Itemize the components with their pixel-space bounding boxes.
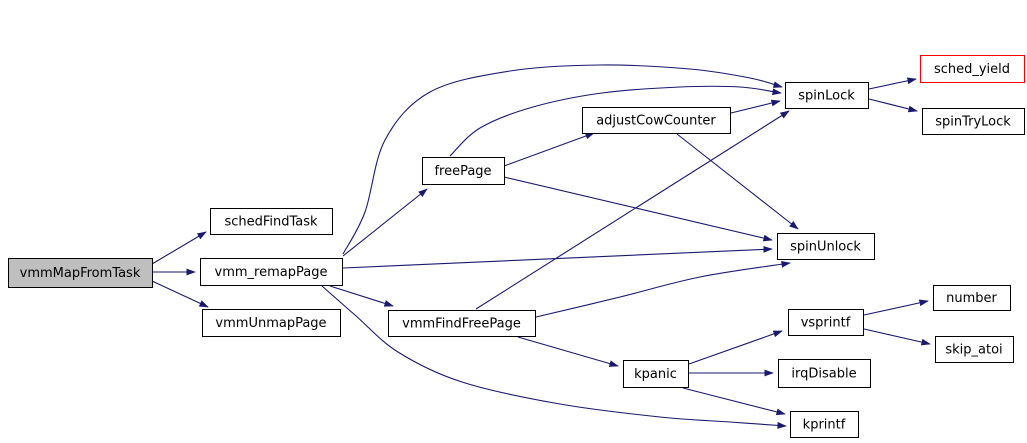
node-schedFindTask-box [210, 208, 333, 235]
node-spinUnlock-box [777, 233, 875, 260]
edge-vmm_remapPage-to-vmmFindFreePage [329, 285, 394, 307]
node-vmmFindFreePage[interactable]: vmmFindFreePage [388, 310, 536, 337]
edge-kpanic-to-vsprintf [688, 330, 783, 365]
node-vmmFindFreePage-box [388, 310, 536, 337]
node-freePage[interactable]: freePage [422, 157, 505, 185]
node-vmm_remapPage-label: vmm_remapPage [215, 265, 328, 280]
edge-vmm_remapPage-to-spinUnlock [342, 245, 773, 269]
edge-vmmFindFreePage-to-spinUnlock [535, 260, 791, 318]
node-vsprintf[interactable]: vsprintf [788, 309, 864, 336]
node-irqDisable-label: irqDisable [791, 367, 856, 382]
node-irqDisable[interactable]: irqDisable [778, 359, 871, 388]
node-adjustCowCounter[interactable]: adjustCowCounter [582, 107, 731, 134]
node-spinUnlock[interactable]: spinUnlock [777, 233, 875, 260]
node-freePage-box [422, 157, 505, 185]
node-vsprintf-box [788, 309, 864, 336]
node-spinLock[interactable]: spinLock [785, 82, 869, 109]
edge-adjustCowCounter-to-spinLock [730, 99, 781, 114]
node-adjustCowCounter-label: adjustCowCounter [596, 114, 716, 129]
edge-vsprintf-to-number [863, 299, 929, 316]
node-vmmMapFromTask-label: vmmMapFromTask [20, 266, 141, 281]
edge-freePage-to-spinLock [449, 85, 782, 157]
edge-spinLock-to-sched_yield [868, 77, 917, 90]
node-skip_atoi-label: skip_atoi [945, 343, 1002, 358]
node-number[interactable]: number [933, 285, 1011, 311]
node-freePage-label: freePage [434, 164, 491, 179]
node-sched_yield-box [920, 55, 1025, 83]
node-vmmUnmapPage-label: vmmUnmapPage [215, 316, 326, 331]
node-spinTryLock[interactable]: spinTryLock [922, 108, 1025, 135]
node-spinTryLock-box [922, 108, 1025, 135]
node-vmmMapFromTask[interactable]: vmmMapFromTask [8, 258, 153, 288]
node-spinLock-box [785, 82, 869, 109]
node-spinUnlock-label: spinUnlock [790, 240, 861, 255]
node-vmmUnmapPage[interactable]: vmmUnmapPage [202, 309, 341, 337]
node-kprintf[interactable]: kprintf [790, 411, 859, 438]
edge-spinLock-to-spinTryLock [868, 98, 918, 113]
node-vmmFindFreePage-label: vmmFindFreePage [402, 317, 521, 332]
node-adjustCowCounter-box [582, 107, 731, 134]
node-kpanic-box [623, 360, 689, 388]
edge-vmmMapFromTask-to-schedFindTask [151, 231, 207, 265]
edge-vmmMapFromTask-to-vmmUnmapPage [151, 280, 209, 308]
node-spinLock-label: spinLock [798, 89, 855, 104]
edge-freePage-to-adjustCowCounter [503, 132, 595, 167]
edge-adjustCowCounter-to-spinUnlock [676, 133, 799, 230]
node-skip_atoi-box [935, 336, 1014, 363]
node-irqDisable-box [778, 359, 871, 388]
node-vmm_remapPage[interactable]: vmm_remapPage [200, 258, 343, 286]
node-spinTryLock-label: spinTryLock [935, 115, 1011, 130]
edge-vmm_remapPage-to-freePage [342, 188, 428, 257]
node-schedFindTask[interactable]: schedFindTask [210, 208, 333, 235]
edge-vmmFindFreePage-to-kpanic [517, 336, 619, 367]
node-kprintf-box [790, 411, 859, 438]
edge-kpanic-to-kprintf [682, 387, 786, 416]
node-vmmUnmapPage-box [202, 309, 341, 337]
edge-vmm_remapPage-to-kprintf [321, 285, 787, 429]
node-skip_atoi[interactable]: skip_atoi [935, 336, 1014, 363]
node-kpanic-label: kpanic [634, 367, 677, 382]
edge-vmm_remapPage-to-spinLock [342, 64, 783, 255]
node-vmmMapFromTask-box [8, 258, 153, 288]
edge-vsprintf-to-skip_atoi [863, 328, 931, 346]
node-vmm_remapPage-box [200, 258, 343, 286]
node-number-label: number [946, 291, 997, 306]
node-vsprintf-label: vsprintf [801, 316, 851, 331]
node-sched_yield[interactable]: sched_yield [920, 55, 1025, 83]
node-kpanic[interactable]: kpanic [623, 360, 689, 388]
edge-freePage-to-spinUnlock [503, 176, 773, 242]
node-sched_yield-label: sched_yield [934, 62, 1010, 77]
node-schedFindTask-label: schedFindTask [224, 215, 318, 230]
node-number-box [933, 285, 1011, 311]
edge-vmmFindFreePage-to-spinLock [475, 110, 790, 310]
node-kprintf-label: kprintf [803, 418, 846, 433]
